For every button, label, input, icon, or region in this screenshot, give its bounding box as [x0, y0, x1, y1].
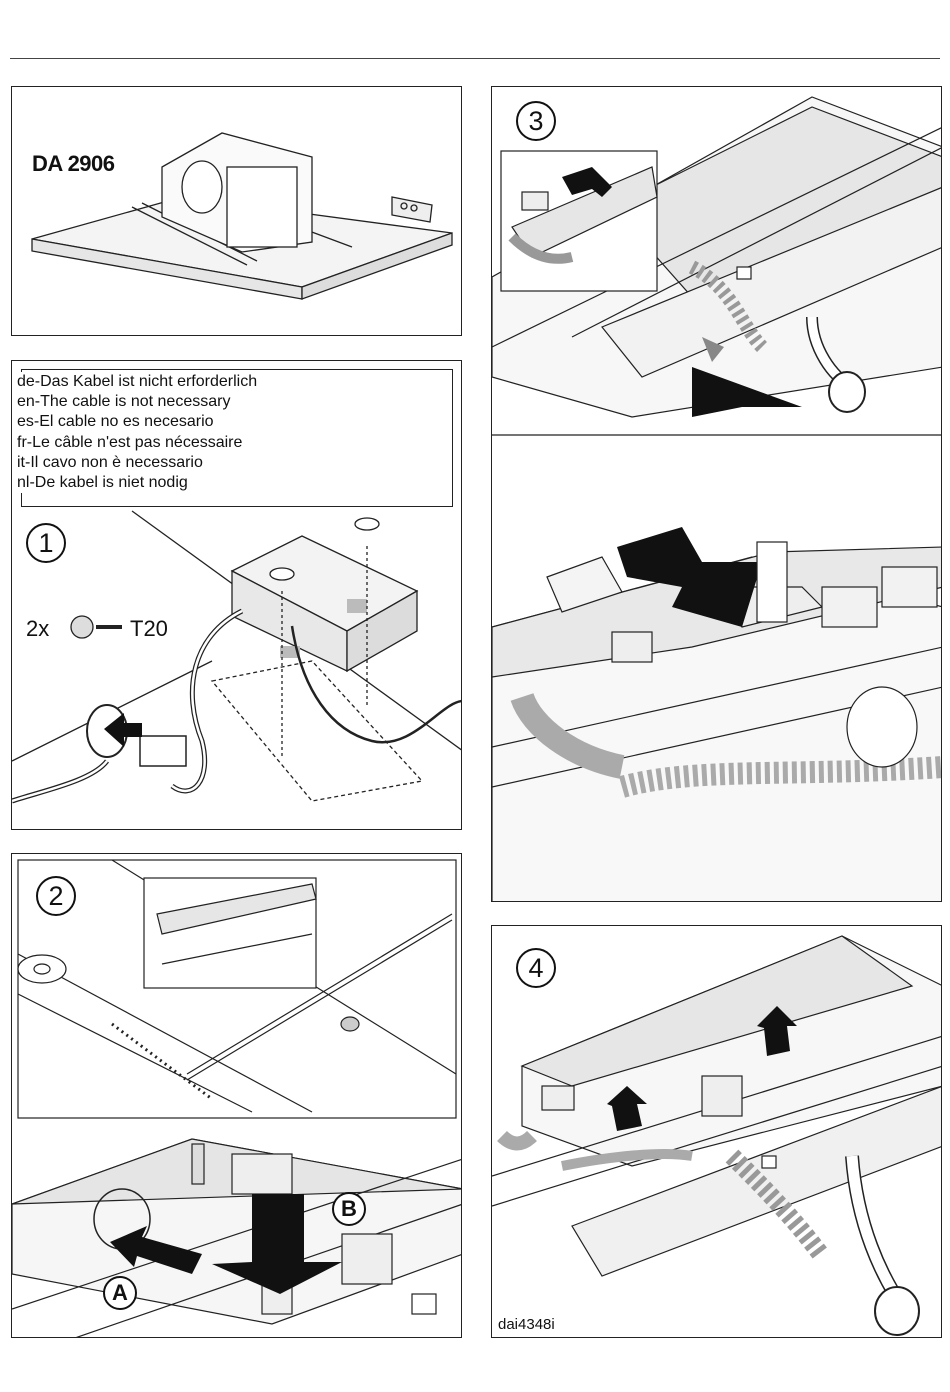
- cable-note-list: de-Das Kabel ist nicht erforderlich en-T…: [17, 372, 259, 493]
- panel-step-2: 2 A B: [11, 853, 462, 1338]
- screw-quantity: 2x: [26, 616, 49, 642]
- reassembly-illustration: [492, 926, 942, 1338]
- callout-a: A: [103, 1276, 137, 1310]
- cable-note-de: de-Das Kabel ist nicht erforderlich: [17, 372, 259, 392]
- plug-connection-illustration: [492, 87, 942, 902]
- cable-note-es: es-El cable no es necesario: [17, 412, 259, 432]
- step-4-badge: 4: [516, 948, 556, 988]
- panel-step-1: de-Das Kabel ist nicht erforderlich en-T…: [11, 360, 462, 830]
- callout-b: B: [332, 1192, 366, 1226]
- cable-note-en: en-The cable is not necessary: [17, 392, 259, 412]
- cable-note-fr: fr-Le câble n'est pas nécessaire: [17, 433, 259, 453]
- top-rule: [10, 58, 940, 59]
- step-2-badge: 2: [36, 876, 76, 916]
- model-label: DA 2906: [32, 151, 115, 177]
- hood-unit-illustration: [12, 87, 462, 336]
- panel-step-4: 4 dai4348i: [491, 925, 942, 1338]
- step-3-badge: 3: [516, 101, 556, 141]
- filter-removal-illustration: [12, 854, 462, 1338]
- cable-note-it: it-Il cavo non è necessario: [17, 453, 259, 473]
- panel-model-overview: DA 2906: [11, 86, 462, 336]
- cable-note-nl: nl-De kabel is niet nodig: [17, 473, 259, 493]
- panel-step-3: 3: [491, 86, 942, 902]
- screw-torx-size: T20: [130, 616, 168, 642]
- document-reference: dai4348i: [498, 1316, 555, 1333]
- step-1-badge: 1: [26, 523, 66, 563]
